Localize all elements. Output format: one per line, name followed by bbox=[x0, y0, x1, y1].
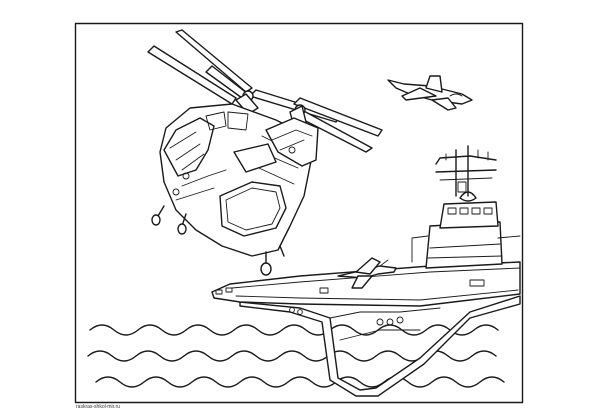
site-credit-text: raskras-shkol-mir.ru bbox=[76, 404, 120, 410]
sea-waves bbox=[88, 325, 504, 387]
twin-rotor-helicopter bbox=[148, 30, 382, 275]
parked-jet bbox=[338, 258, 396, 288]
flying-jet bbox=[388, 76, 472, 110]
picture-frame bbox=[76, 24, 523, 403]
carrier-island-tower bbox=[412, 146, 520, 268]
